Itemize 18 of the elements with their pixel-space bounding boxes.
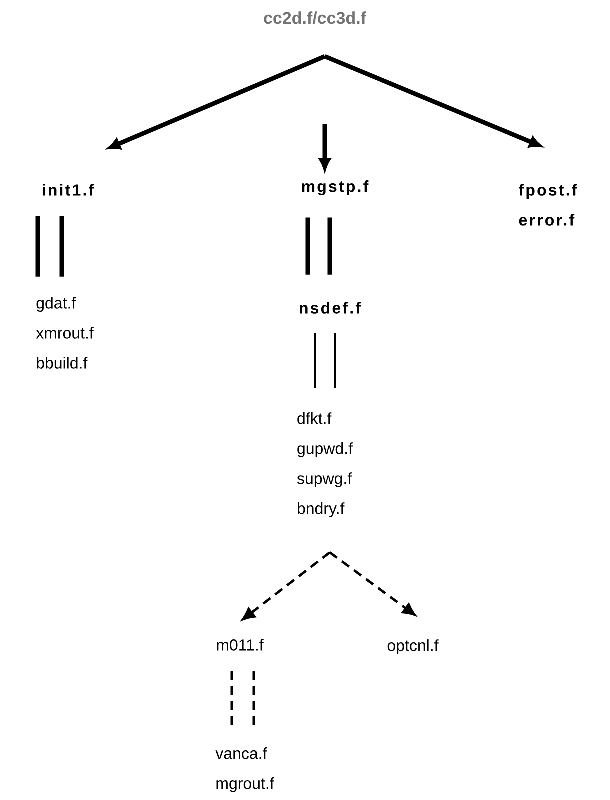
arrow [242, 552, 331, 620]
line [334, 333, 336, 388]
file-list: gdat.f xmrout.f bbuild.f [36, 297, 94, 369]
arrow [329, 552, 416, 616]
file-label: mgstp.f [302, 180, 369, 196]
line [306, 218, 310, 275]
line [328, 218, 332, 275]
file-list: dfkt.f gupwd.f supwg.f bndry.f [297, 412, 354, 518]
file-list: vanca.f mgrout.f [216, 748, 274, 792]
line [60, 216, 64, 277]
file-label: nsdef.f [300, 302, 362, 314]
line [314, 333, 316, 388]
file-label: init1.f [42, 184, 94, 196]
title: cc2d.f/cc3d.f [264, 12, 367, 24]
file-list: fpost.f error.f [519, 184, 578, 226]
file-label: m011.f [217, 639, 264, 651]
file-label: optcnl.f [388, 640, 439, 654]
line [36, 216, 40, 277]
